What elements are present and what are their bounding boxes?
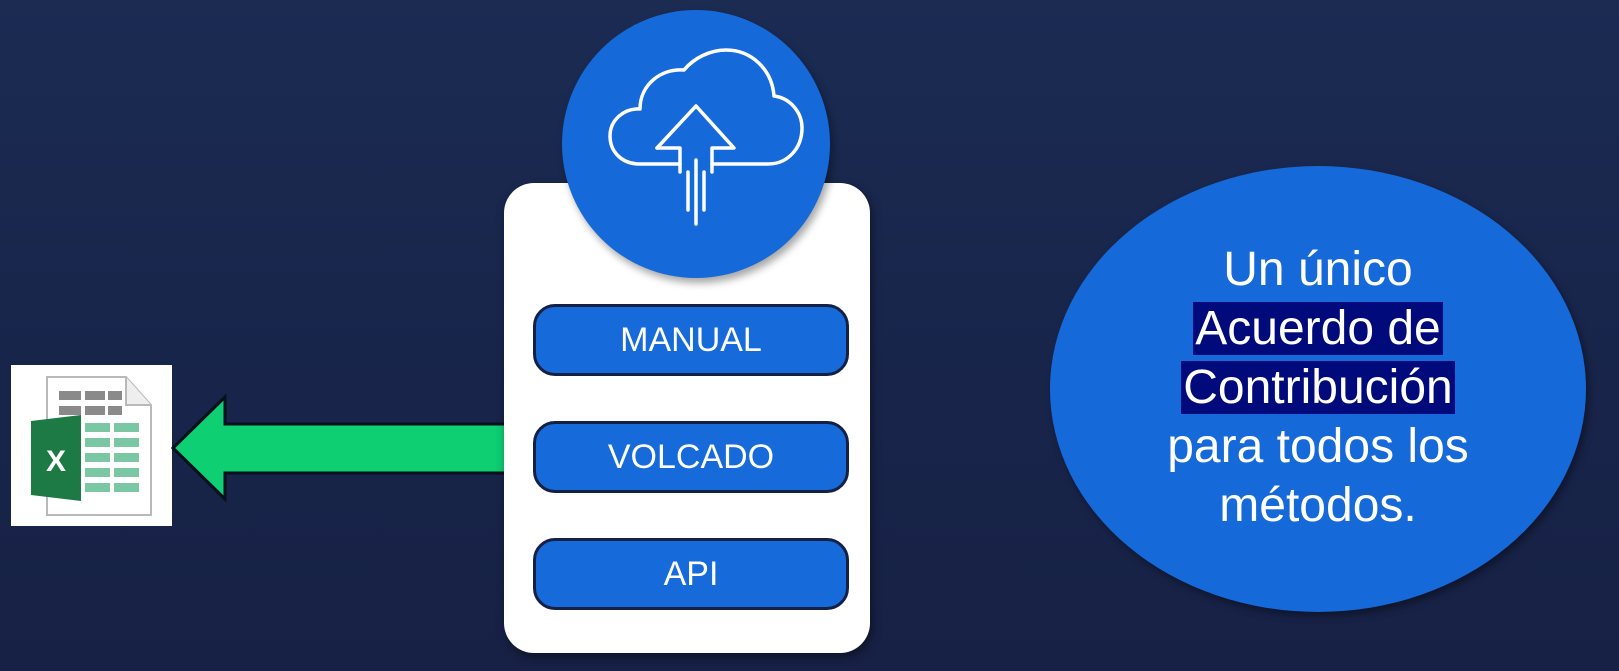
svg-text:X: X	[46, 445, 66, 478]
api-button-label: API	[663, 554, 719, 593]
api-button[interactable]: API	[533, 538, 849, 610]
volcado-button-label: VOLCADO	[607, 437, 775, 476]
volcado-button[interactable]: VOLCADO	[533, 421, 849, 493]
info-text: Un único Acuerdo de Contribución para to…	[1060, 240, 1576, 535]
manual-button[interactable]: MANUAL	[533, 304, 849, 376]
cloud-badge	[562, 10, 830, 278]
info-line-2: Acuerdo de	[1193, 302, 1443, 355]
info-line-4: para todos los	[1167, 420, 1469, 473]
manual-button-label: MANUAL	[620, 320, 762, 359]
info-line-3: Contribución	[1181, 361, 1455, 414]
cloud-upload-icon	[608, 48, 804, 226]
info-line-1: Un único	[1223, 243, 1413, 296]
info-line-5: métodos.	[1219, 479, 1417, 532]
excel-file-icon: X	[11, 365, 172, 526]
